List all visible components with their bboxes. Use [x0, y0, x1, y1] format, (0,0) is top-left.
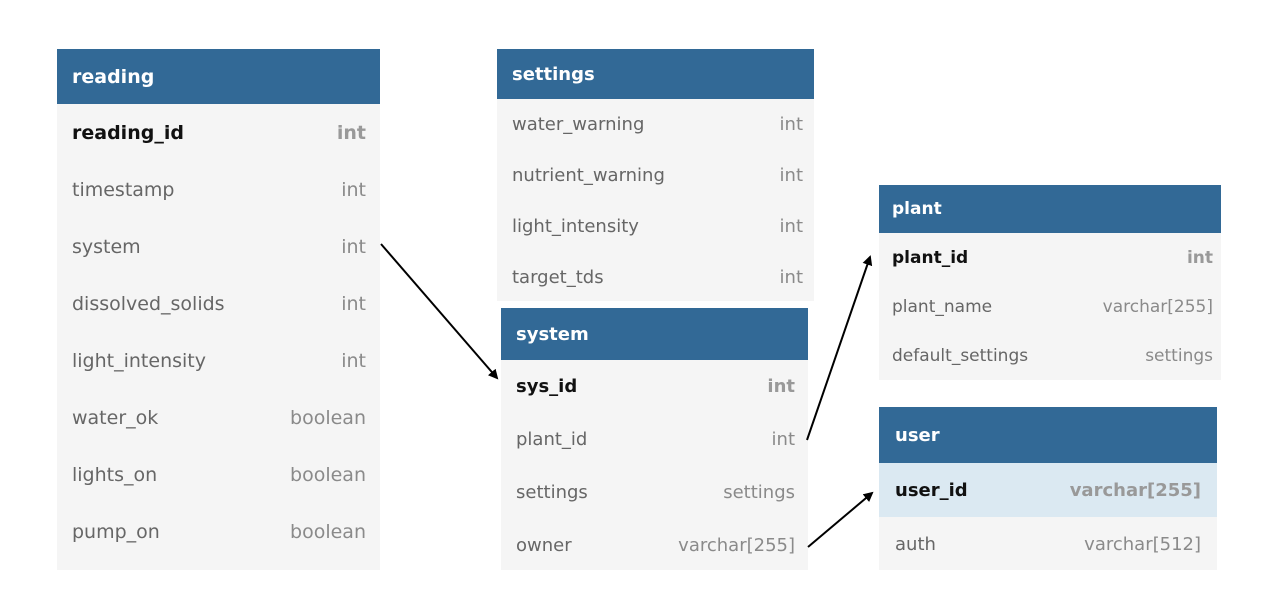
field-type: boolean: [290, 520, 366, 543]
table-plant[interactable]: plant plant_id int plant_name varchar[25…: [879, 185, 1221, 380]
field-name: plant_id: [892, 247, 969, 268]
field-row-water-ok[interactable]: water_ok boolean: [57, 389, 380, 446]
table-system-header[interactable]: system: [501, 308, 808, 360]
field-type: int: [341, 235, 366, 258]
table-reading[interactable]: reading reading_id int timestamp int sys…: [57, 49, 380, 570]
field-type: int: [779, 216, 803, 237]
field-name: target_tds: [512, 267, 604, 288]
field-row-user-id[interactable]: user_id varchar[255]: [879, 463, 1217, 517]
table-settings-header[interactable]: settings: [497, 49, 814, 99]
field-row-plant-id[interactable]: plant_id int: [501, 413, 808, 466]
field-row-dissolved-solids[interactable]: dissolved_solids int: [57, 275, 380, 332]
field-type: int: [341, 292, 366, 315]
field-row-water-warning[interactable]: water_warning int: [497, 99, 814, 150]
field-row-auth[interactable]: auth varchar[512]: [879, 517, 1217, 571]
field-type: settings: [723, 482, 795, 503]
field-type: varchar[255]: [678, 535, 795, 556]
table-title: plant: [892, 199, 942, 219]
edge-system-plant-id-to-plant-plant-id[interactable]: [806, 255, 873, 441]
field-type: int: [779, 114, 803, 135]
field-name: auth: [895, 533, 936, 555]
field-row-plant-id[interactable]: plant_id int: [879, 233, 1221, 282]
field-name: user_id: [895, 479, 968, 501]
field-name: pump_on: [72, 520, 160, 543]
table-plant-header[interactable]: plant: [879, 185, 1221, 233]
field-row-light-intensity[interactable]: light_intensity int: [497, 201, 814, 252]
field-name: nutrient_warning: [512, 165, 665, 186]
table-title: reading: [72, 65, 155, 88]
field-name: plant_id: [516, 429, 588, 450]
field-row-system[interactable]: system int: [57, 218, 380, 275]
field-row-default-settings[interactable]: default_settings settings: [879, 331, 1221, 380]
edge-reading-system-to-system-sys-id[interactable]: [380, 243, 499, 380]
field-name: timestamp: [72, 178, 175, 201]
field-name: dissolved_solids: [72, 292, 225, 315]
field-type: varchar[512]: [1084, 533, 1201, 555]
field-type: int: [341, 349, 366, 372]
table-reading-header[interactable]: reading: [57, 49, 380, 104]
field-type: int: [1186, 247, 1213, 268]
field-row-target-tds[interactable]: target_tds int: [497, 252, 814, 303]
field-name: water_warning: [512, 114, 645, 135]
table-title: system: [516, 323, 589, 345]
field-row-reading-id[interactable]: reading_id int: [57, 104, 380, 161]
field-row-lights-on[interactable]: lights_on boolean: [57, 446, 380, 503]
field-name: light_intensity: [72, 349, 206, 372]
field-type: varchar[255]: [1102, 296, 1213, 317]
table-settings[interactable]: settings water_warning int nutrient_warn…: [497, 49, 814, 301]
field-type: boolean: [290, 406, 366, 429]
field-type: boolean: [290, 463, 366, 486]
field-type: int: [771, 429, 795, 450]
field-type: int: [336, 121, 366, 144]
field-name: plant_name: [892, 296, 993, 317]
field-row-settings[interactable]: settings settings: [501, 466, 808, 519]
table-user[interactable]: user user_id varchar[255] auth varchar[5…: [879, 407, 1217, 570]
table-system[interactable]: system sys_id int plant_id int settings …: [501, 308, 808, 570]
field-row-sys-id[interactable]: sys_id int: [501, 360, 808, 413]
field-name: owner: [516, 535, 572, 556]
field-name: settings: [516, 482, 588, 503]
field-row-light-intensity[interactable]: light_intensity int: [57, 332, 380, 389]
field-name: default_settings: [892, 345, 1029, 366]
field-type: int: [767, 376, 795, 397]
field-row-nutrient-warning[interactable]: nutrient_warning int: [497, 150, 814, 201]
field-row-timestamp[interactable]: timestamp int: [57, 161, 380, 218]
field-row-plant-name[interactable]: plant_name varchar[255]: [879, 282, 1221, 331]
field-type: settings: [1145, 345, 1213, 366]
field-name: lights_on: [72, 463, 158, 486]
field-row-pump-on[interactable]: pump_on boolean: [57, 503, 380, 560]
field-type: varchar[255]: [1069, 479, 1201, 501]
field-type: int: [779, 267, 803, 288]
table-title: settings: [512, 63, 595, 85]
field-name: water_ok: [72, 406, 159, 429]
field-type: int: [341, 178, 366, 201]
field-type: int: [779, 165, 803, 186]
table-user-header[interactable]: user: [879, 407, 1217, 463]
table-title: user: [895, 424, 940, 446]
field-name: reading_id: [72, 121, 184, 144]
edge-system-owner-to-user-user-id[interactable]: [807, 491, 874, 548]
field-name: sys_id: [516, 376, 578, 397]
field-name: light_intensity: [512, 216, 639, 237]
field-name: system: [72, 235, 141, 258]
field-row-owner[interactable]: owner varchar[255]: [501, 519, 808, 572]
